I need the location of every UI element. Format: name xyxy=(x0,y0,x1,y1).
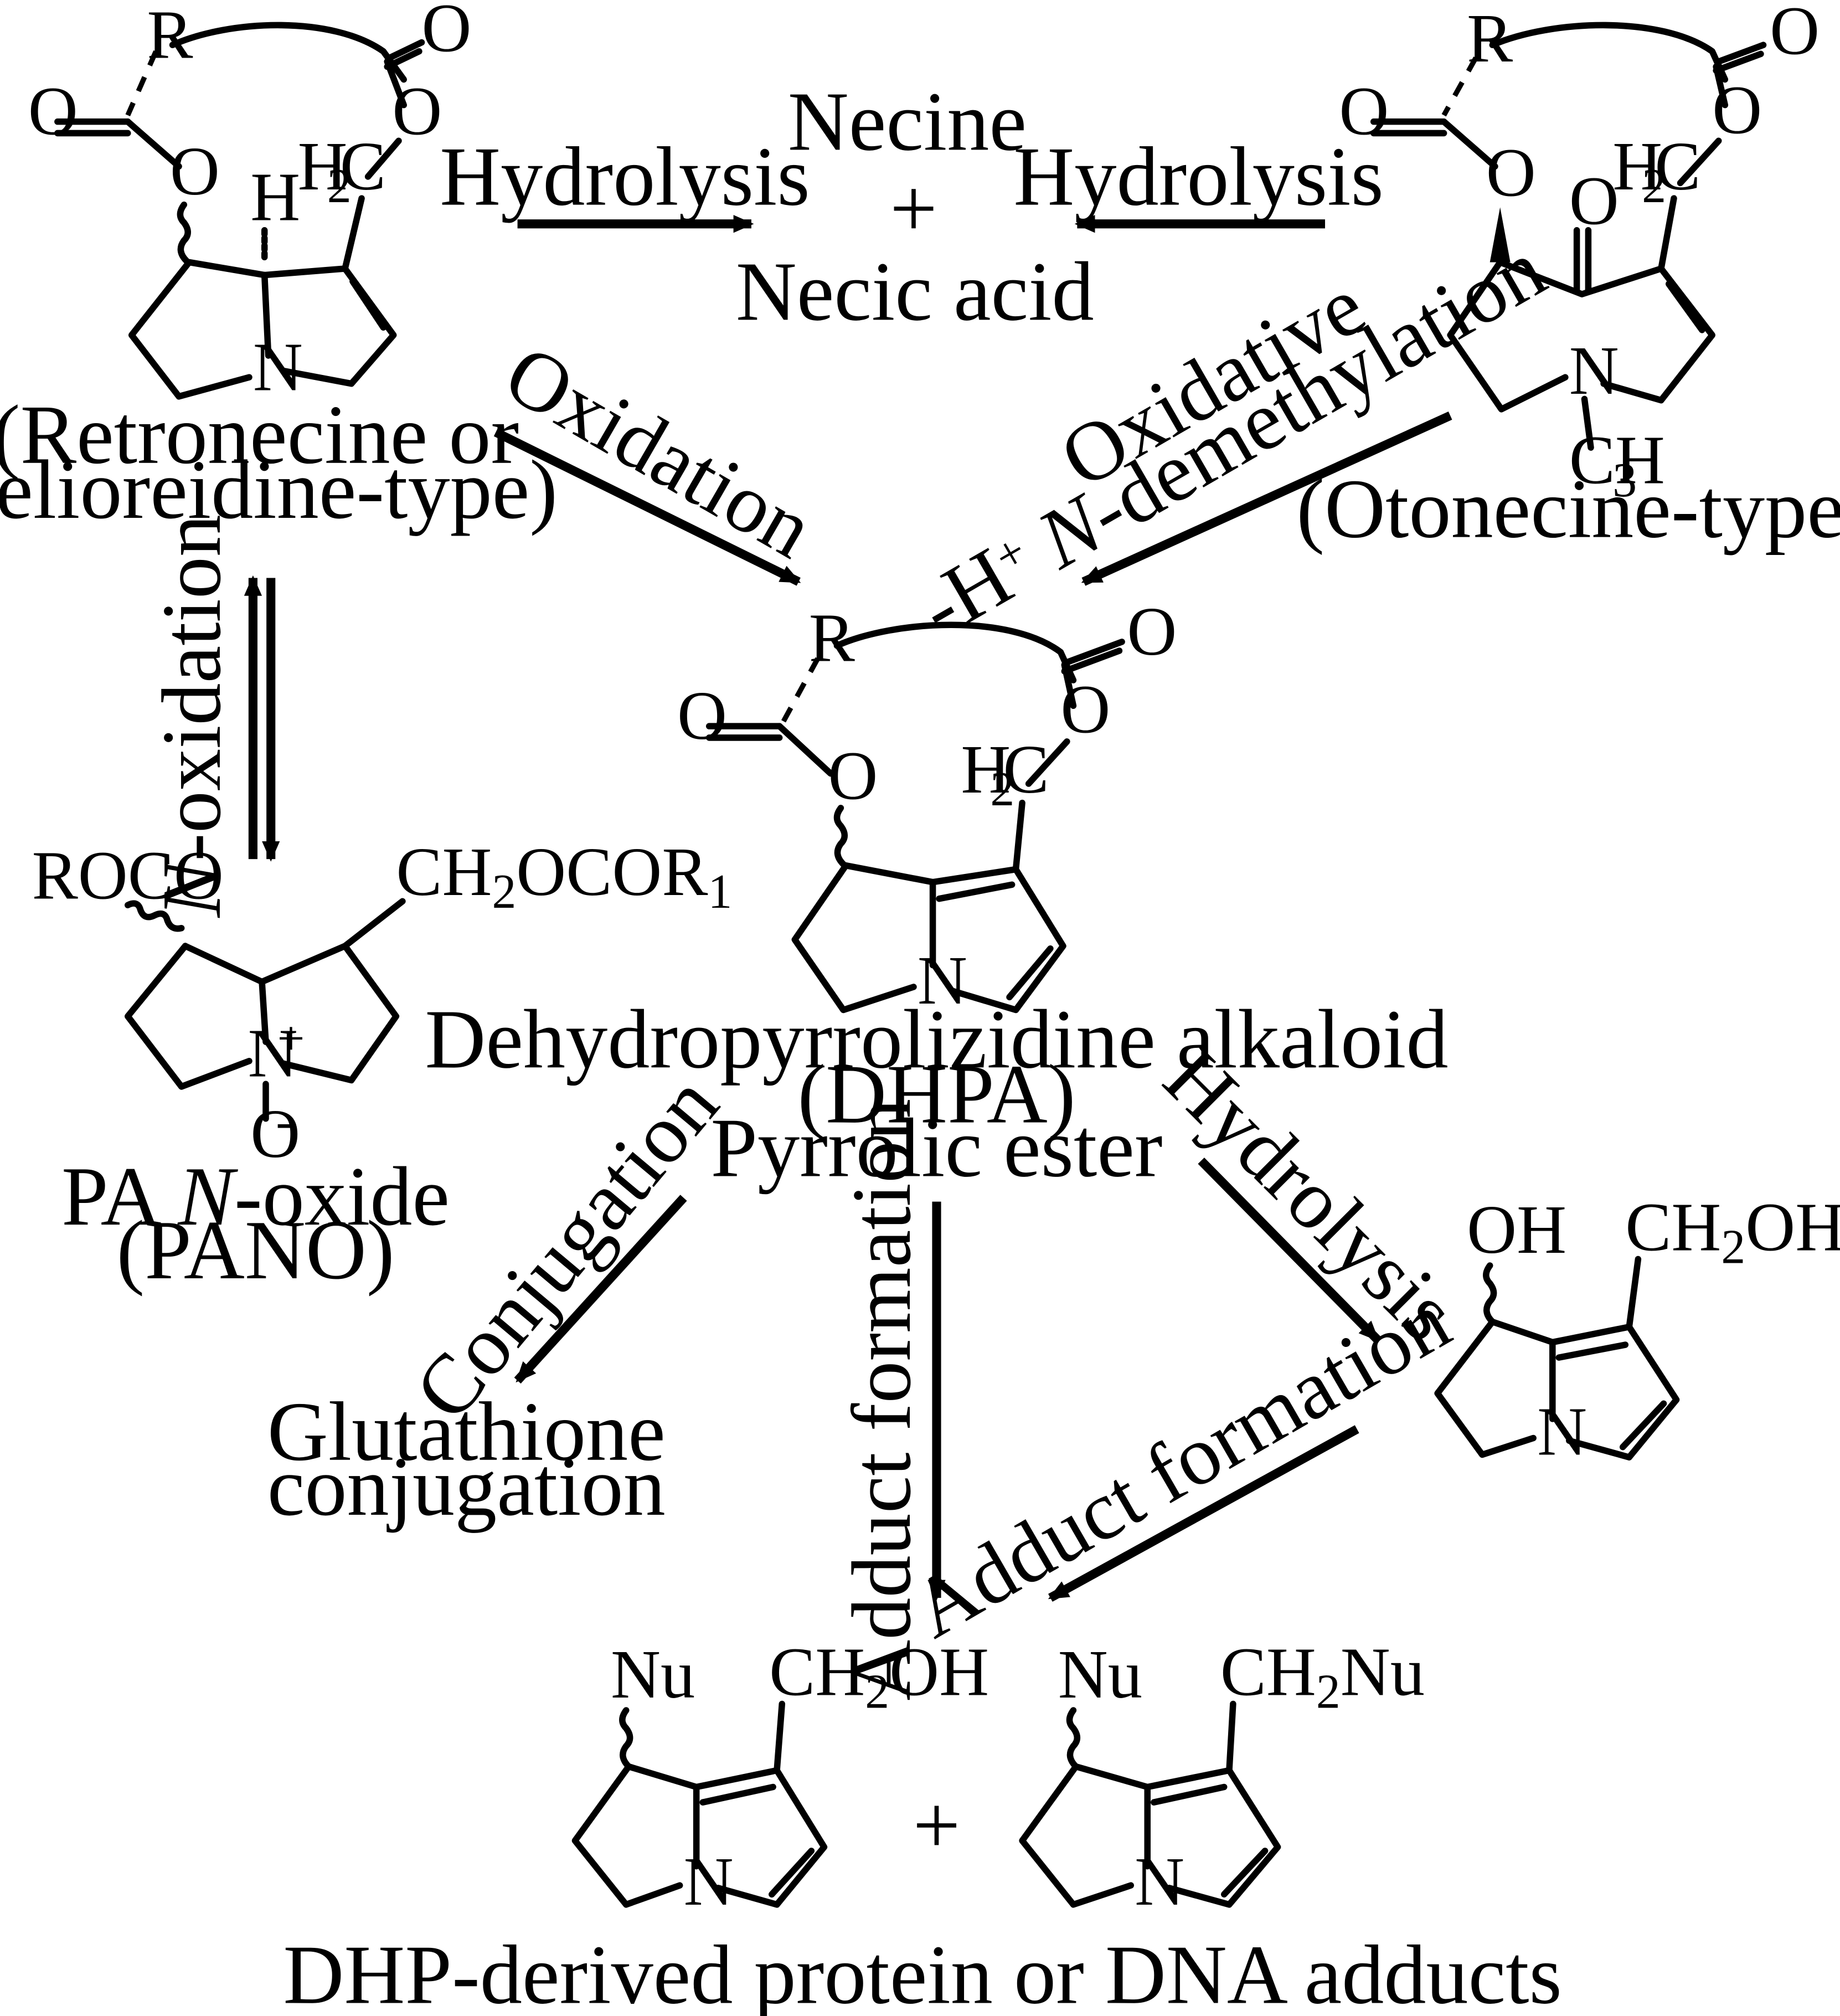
atom-text: OCOR xyxy=(516,834,708,910)
atom-text: OH xyxy=(1745,1189,1840,1265)
retronecine-label: helioreidine-type) xyxy=(0,443,558,536)
atom-text: 2 xyxy=(492,865,516,918)
atom-r: R xyxy=(809,599,855,676)
adduct-formation-label: Adduct formation xyxy=(896,1273,1465,1655)
atom-text: CH xyxy=(1220,1633,1316,1710)
atom-n: N xyxy=(684,1843,734,1920)
atom-sub: 2 xyxy=(1642,159,1666,213)
atom-ch2oh: CH2OH xyxy=(769,1633,989,1718)
atom-r: R xyxy=(147,0,193,73)
necic-acid-label: Necic acid xyxy=(736,244,1094,338)
plus-sign: + xyxy=(913,1778,961,1872)
atom-o: O xyxy=(677,677,727,754)
atom-oh: OH xyxy=(1467,1191,1566,1268)
atom-ch2ocor1: CH2OCOR1 xyxy=(396,834,732,918)
atom-nu: Nu xyxy=(1058,1636,1142,1712)
atom-n: N xyxy=(253,328,303,405)
atom-nu: Nu xyxy=(611,1636,695,1712)
atom-o: O xyxy=(1569,162,1619,239)
conjugation-arrow xyxy=(514,1195,687,1384)
necine-label: Necine xyxy=(788,74,1027,168)
atom-sub: 2 xyxy=(327,159,352,213)
atom-text: 1 xyxy=(708,865,733,918)
atom-charge: - xyxy=(276,1094,292,1148)
adduct-formation-label: Adduct formation xyxy=(834,1099,928,1701)
hydrolysis-label: Hydrolysis xyxy=(440,130,810,223)
atom-o: O xyxy=(1712,71,1762,148)
conjugation-label: Conjugation xyxy=(396,1057,735,1437)
atom-ch2oh: CH2OH xyxy=(1625,1189,1840,1273)
atom-n: N xyxy=(1537,1393,1587,1470)
atom-ch2nu: CH2Nu xyxy=(1220,1633,1425,1718)
atom-n: N xyxy=(918,942,967,1019)
atom-sub: 2 xyxy=(990,762,1014,816)
atom-o: O xyxy=(828,738,878,814)
glutathione-label: conjugation xyxy=(267,1439,666,1533)
atom-c: C xyxy=(1655,128,1700,204)
atom-o: O xyxy=(392,73,442,150)
adducts-label: DHP-derived protein or DNA adducts xyxy=(283,1927,1561,2016)
atom-n: N xyxy=(248,1015,298,1091)
atom-text: OH xyxy=(889,1633,989,1710)
atom-text: CH xyxy=(769,1633,865,1710)
dhpa-structure: R O O O O H 2 C N xyxy=(677,593,1177,1019)
dhp-structure: OH CH2OH N xyxy=(1434,1189,1840,1470)
otonecine-structure: R O O O O H 2 C O N CH 3 xyxy=(1339,0,1820,507)
retronecine-structure: R O O O O H H 2 C N xyxy=(28,0,472,405)
glutathione-label: Glutathione xyxy=(267,1385,666,1478)
atom-n: N xyxy=(1135,1843,1184,1920)
atom-text: 2 xyxy=(1721,1220,1745,1273)
atom-c: C xyxy=(1003,731,1049,808)
atom-o: O xyxy=(170,133,220,209)
atom-sub: 3 xyxy=(1612,453,1637,507)
atom-o: O xyxy=(28,73,78,150)
n-oxidation-text: -oxidation xyxy=(145,515,238,861)
atom-text: Nu xyxy=(1341,1633,1425,1710)
atom-h: H xyxy=(298,128,348,204)
atom-ch: CH xyxy=(1569,422,1665,498)
pano-text: -oxide xyxy=(234,1149,450,1243)
atom-n: N xyxy=(1569,332,1619,409)
adduct-formation-arrow xyxy=(1048,1425,1359,1602)
dhpa-label: Dehydropyrrolizidine alkaloid xyxy=(425,992,1448,1086)
pano-text: PA xyxy=(61,1149,178,1243)
pano-structure: ROCO CH2OCOR1 N + O - xyxy=(32,834,733,1172)
dhpa-label: (DHPA) xyxy=(797,1047,1075,1141)
otonecine-label: (Otonecine-type) xyxy=(1296,462,1840,556)
atom-c: C xyxy=(340,128,386,204)
atom-o: O xyxy=(1060,671,1110,748)
n-oxidation-text: N xyxy=(145,857,238,919)
hydrolysis-label: Hydrolysis xyxy=(1013,130,1383,223)
atom-roco: ROCO xyxy=(32,837,224,914)
atom-text: 2 xyxy=(865,1664,889,1718)
adduct-structure-2: Nu CH2Nu N xyxy=(1019,1633,1425,1920)
atom-o: O xyxy=(1486,134,1536,210)
atom-h: H xyxy=(1612,128,1662,204)
n-oxidation-label: N-oxidation xyxy=(145,515,238,919)
pano-label: PA N-oxide xyxy=(61,1149,450,1243)
pano-label: (PANO) xyxy=(116,1203,394,1297)
atom-o: O xyxy=(1339,73,1389,150)
retronecine-label: (Retronecine or xyxy=(0,388,519,481)
oxidation-arrow xyxy=(493,428,801,586)
atom-text: 2 xyxy=(1316,1664,1341,1718)
atom-r: R xyxy=(1467,0,1513,76)
atom-o: O xyxy=(422,0,472,66)
pano-text: N xyxy=(177,1149,238,1243)
adduct-structure-1: Nu CH2OH N xyxy=(571,1633,989,1920)
demethylation-arrow xyxy=(1081,412,1452,586)
atom-h: H xyxy=(961,731,1011,808)
dhpa-label: Pyrrolic ester xyxy=(710,1100,1162,1194)
hydrolysis-arrow xyxy=(1198,1158,1381,1343)
atom-text: CH xyxy=(396,834,492,910)
atom-text: CH xyxy=(1625,1189,1721,1265)
atom-o: O xyxy=(250,1096,300,1172)
atom-o: O xyxy=(1127,593,1177,670)
atom-h: H xyxy=(250,158,300,235)
atom-charge: + xyxy=(277,1011,305,1065)
atom-o: O xyxy=(1770,0,1820,69)
plus-sign: + xyxy=(890,161,937,255)
